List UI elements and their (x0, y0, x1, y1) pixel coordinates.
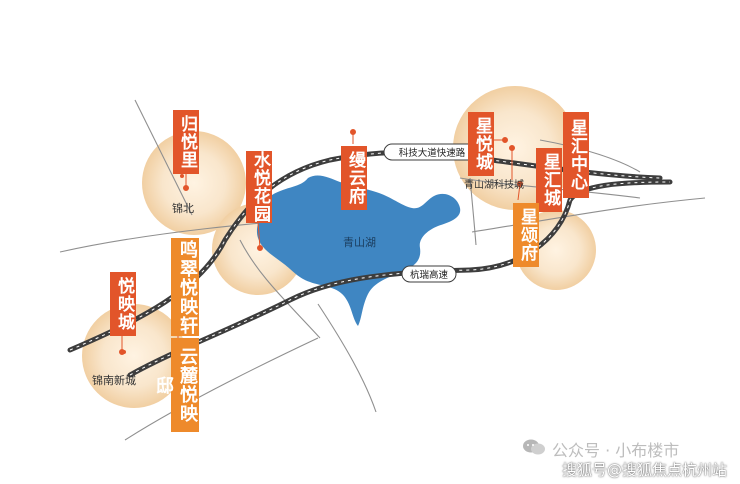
label-xinghuizhongxin: 星汇中心 (563, 112, 589, 198)
label-xinghuicheng: 星汇城 (536, 148, 562, 212)
glow-circle-jinnan (82, 304, 186, 408)
watermark-line1: 公众号 · 小布楼市 (552, 441, 680, 460)
marker-miaoyun (350, 129, 356, 135)
label-shuiyue: 水悦花园 (246, 151, 272, 223)
place-jinbei: 锦北 (172, 201, 194, 215)
qingshanhu-lake (256, 175, 461, 326)
label-mingcui: 鸣翠悦映轩 (171, 238, 199, 336)
marker-xingyuecheng (502, 137, 508, 143)
marker-xinghui (509, 145, 515, 151)
label-yueyingcheng: 悦映城 (110, 272, 136, 336)
place-qsh-tech: 青山湖科技城 (464, 178, 524, 191)
label-xingyuecheng: 星悦城 (468, 112, 494, 176)
place-jinnan: 锦南新城 (92, 373, 136, 387)
label-yunlu: 云麓悦映邸 (153, 338, 199, 432)
svg-text:杭瑞高速: 杭瑞高速 (410, 269, 449, 281)
label-xingsongfu: 星颂府 (513, 203, 539, 267)
road-tag-keji: 科技大道快速路 (383, 143, 481, 161)
place-qingshanhu: 青山湖 (343, 236, 376, 249)
marker-guiyueli (183, 185, 189, 191)
label-miaoyun: 缦云府 (341, 146, 367, 210)
svg-text:科技大道快速路: 科技大道快速路 (399, 147, 466, 159)
dot-jinbei (180, 174, 184, 178)
glow-circle-jinbei (142, 131, 246, 235)
marker-xingsong (517, 181, 523, 187)
wechat-icon (522, 438, 546, 456)
label-guiyueli: 归悦里 (173, 110, 199, 174)
watermark-line2: 搜狐号@搜狐焦点杭州站 (562, 461, 728, 479)
marker-shuiyue (257, 245, 263, 251)
road-tag-hangrui: 杭瑞高速 (401, 265, 457, 283)
dot-jinnan (122, 350, 126, 354)
